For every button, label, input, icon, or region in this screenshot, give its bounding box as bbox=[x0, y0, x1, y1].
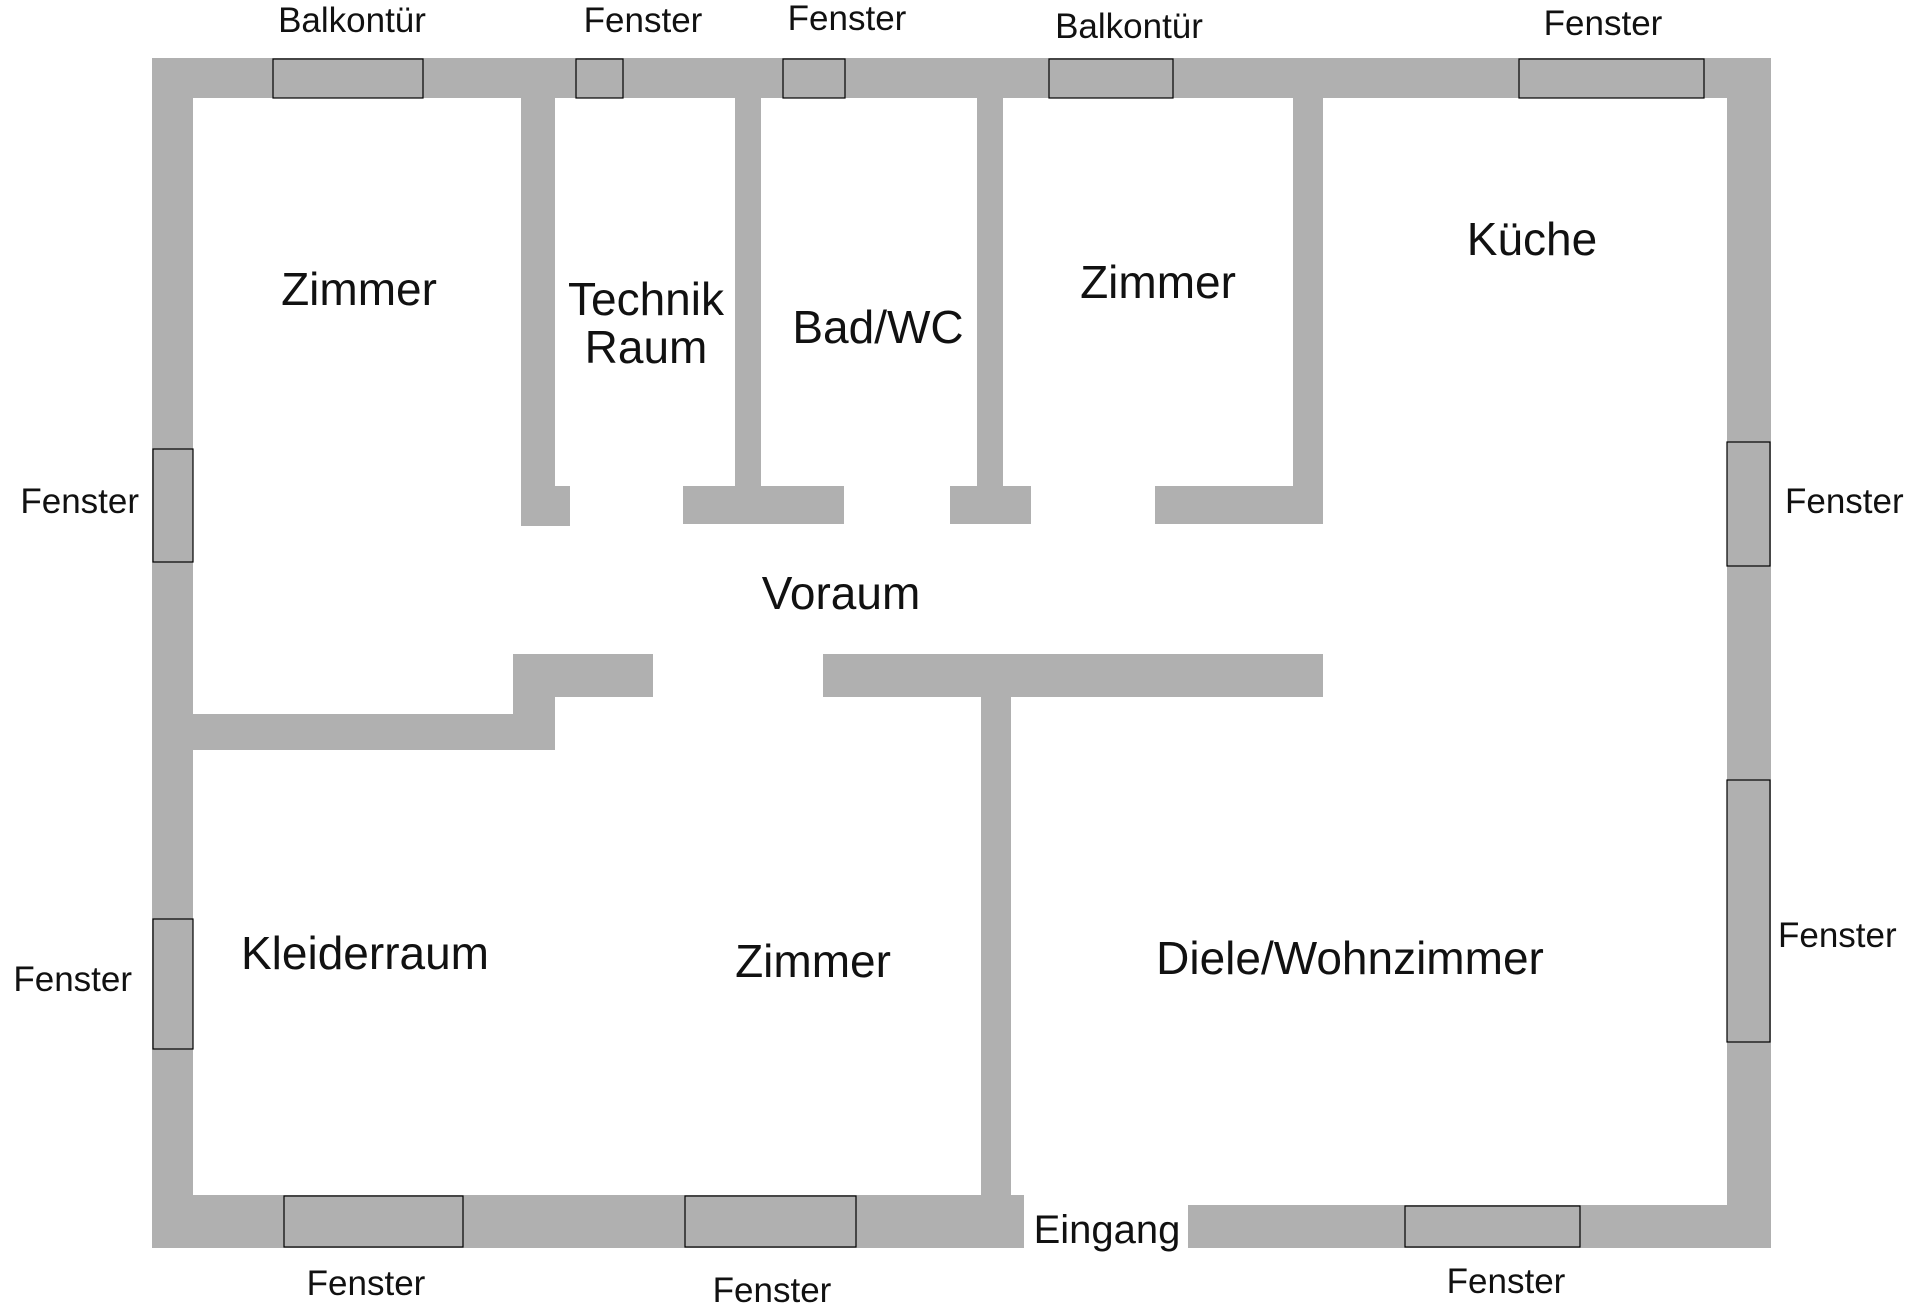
label-fenster-bottom-3: Fenster bbox=[1447, 1262, 1566, 1301]
wall-kleiderraum-top bbox=[193, 714, 555, 750]
window-left-2 bbox=[152, 918, 194, 1050]
label-fenster-top-2: Fenster bbox=[788, 0, 907, 38]
wall-technik-bad bbox=[735, 98, 761, 486]
window-top-2 bbox=[782, 58, 846, 99]
label-fenster-top-1: Fenster bbox=[584, 1, 703, 40]
wall-right bbox=[1727, 58, 1771, 1248]
room-label-kueche: Küche bbox=[1467, 213, 1597, 265]
wall-zimmer-diele bbox=[981, 697, 1011, 1195]
label-fenster-bottom-1: Fenster bbox=[307, 1264, 426, 1303]
label-fenster-bottom-2: Fenster bbox=[713, 1271, 832, 1305]
wall-bad-zimmer bbox=[977, 98, 1003, 486]
room-label-kleiderraum: Kleiderraum bbox=[241, 927, 489, 979]
window-bottom-3 bbox=[1404, 1205, 1581, 1248]
wall-bottom-left bbox=[152, 1195, 1024, 1248]
wall-zimmer-kueche-stub bbox=[1155, 486, 1323, 524]
room-label-diele-wohnzimmer: Diele/Wohnzimmer bbox=[1156, 932, 1544, 984]
room-label-technik-line2: Raum bbox=[585, 321, 708, 373]
label-fenster-left-2: Fenster bbox=[13, 960, 132, 999]
room-label-zimmer-bottom: Zimmer bbox=[735, 935, 891, 987]
wall-bad-zimmer-stub bbox=[950, 486, 1031, 524]
room-label-zimmer-top-left: Zimmer bbox=[281, 263, 437, 315]
window-bottom-1 bbox=[283, 1195, 464, 1248]
label-balkontuer-top-1: Balkontür bbox=[278, 1, 426, 40]
wall-zimmer-technik-stub bbox=[521, 486, 570, 526]
label-balkontuer-top-2: Balkontür bbox=[1055, 7, 1203, 46]
label-fenster-left-1: Fenster bbox=[20, 482, 139, 521]
label-fenster-top-3: Fenster bbox=[1544, 4, 1663, 43]
window-right-1 bbox=[1726, 441, 1771, 567]
label-fenster-right-1: Fenster bbox=[1785, 482, 1904, 521]
balcony-door-top-2 bbox=[1048, 58, 1174, 99]
room-label-bad-wc: Bad/WC bbox=[792, 301, 963, 353]
window-right-2 bbox=[1726, 779, 1771, 1043]
label-fenster-right-2: Fenster bbox=[1778, 916, 1897, 955]
label-eingang: Eingang bbox=[1034, 1208, 1181, 1252]
window-top-1 bbox=[575, 58, 624, 99]
window-top-3 bbox=[1518, 58, 1705, 99]
room-label-voraum: Voraum bbox=[762, 567, 921, 619]
room-label-technik-line1: Technik bbox=[568, 273, 725, 325]
window-left-1 bbox=[152, 448, 194, 563]
window-bottom-2 bbox=[684, 1195, 857, 1248]
wall-left bbox=[152, 58, 193, 1248]
wall-zimmer-technik bbox=[521, 98, 555, 526]
balcony-door-top-1 bbox=[272, 58, 424, 99]
wall-zimmer-kueche bbox=[1293, 98, 1323, 524]
wall-technik-bad-stub bbox=[683, 486, 844, 524]
wall-voraum-right bbox=[823, 654, 1323, 697]
room-label-zimmer-top-middle: Zimmer bbox=[1080, 256, 1236, 308]
